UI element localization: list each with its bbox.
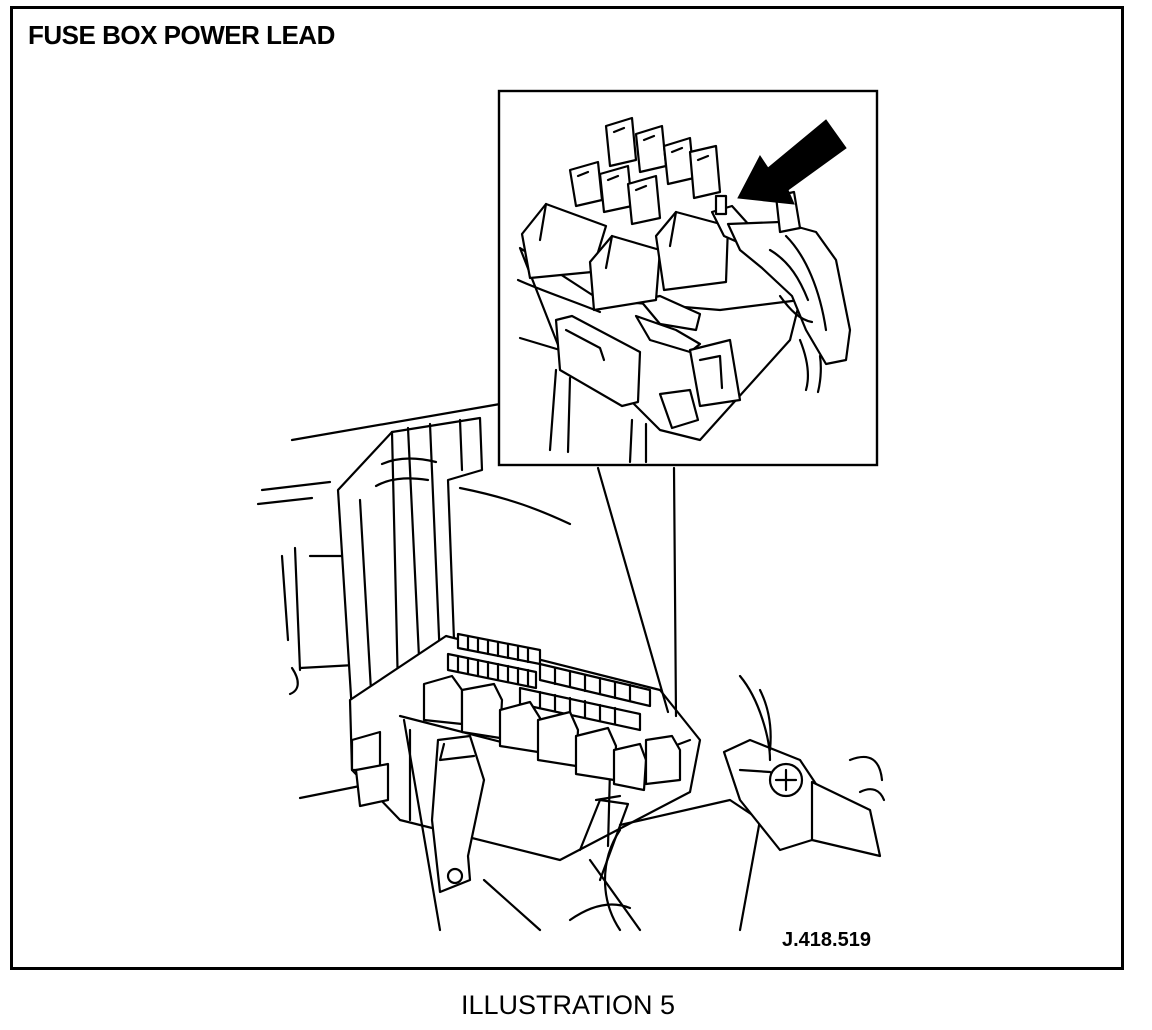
figure-caption: ILLUSTRATION 5 <box>460 990 676 1020</box>
detail-inset <box>497 89 879 467</box>
power-lead <box>710 190 852 394</box>
reference-code: J.418.519 <box>782 929 871 951</box>
main-view <box>256 402 886 932</box>
relay-blocks <box>422 674 682 792</box>
pointer-arrow <box>737 119 847 205</box>
figure-title: FUSE BOX POWER LEAD <box>28 20 335 50</box>
positive-terminal <box>722 738 882 858</box>
inset-fuses <box>568 116 722 226</box>
figure-frame <box>10 6 1124 970</box>
mini-fuse-row <box>446 632 652 732</box>
